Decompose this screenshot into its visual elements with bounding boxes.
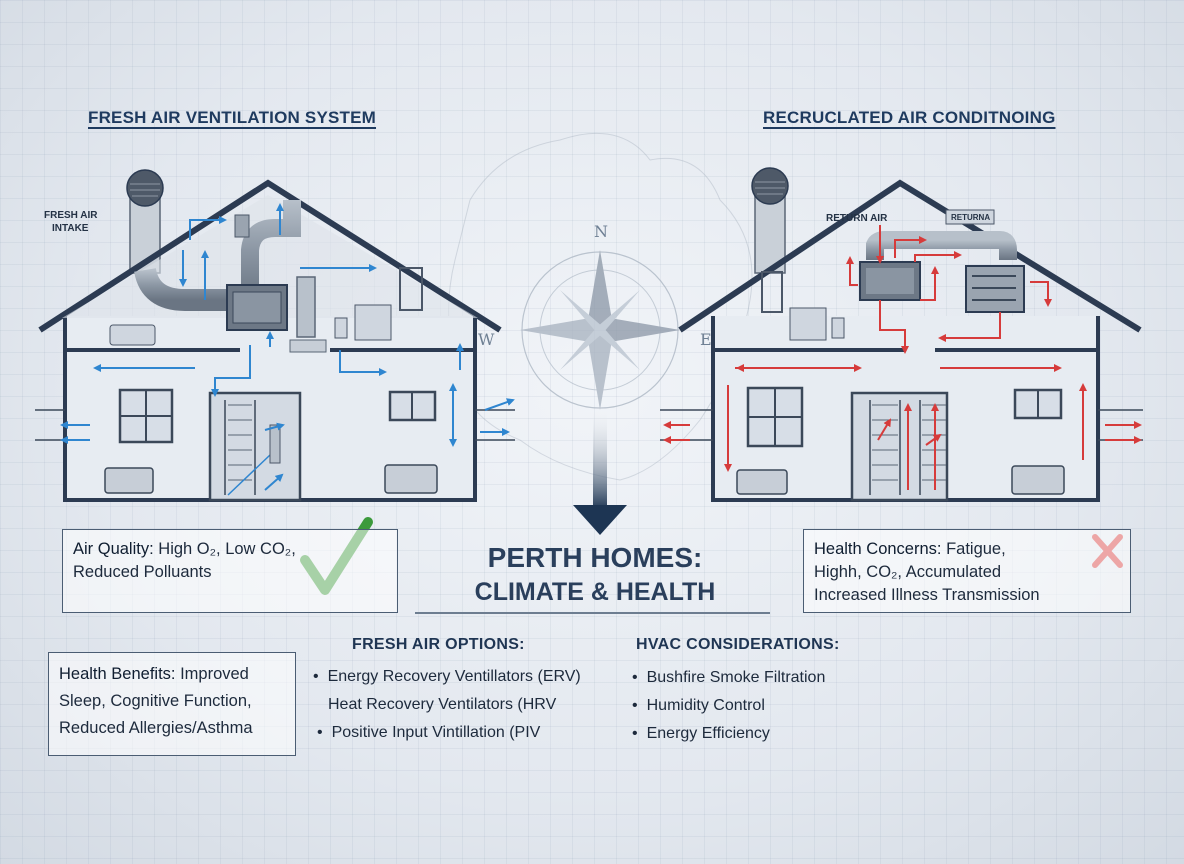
fresh-air-option: Positive Input Vintillation (PIV bbox=[313, 719, 581, 747]
south-arrow-head bbox=[573, 505, 627, 535]
center-title: PERTH HOMES: CLIMATE & HEALTH bbox=[420, 541, 770, 609]
health-concerns-label: Health Concerns: bbox=[814, 540, 942, 558]
center-title-line2: CLIMATE & HEALTH bbox=[474, 578, 716, 606]
health-concerns-box: Health Concerns: Fatigue, Highh, CO₂, Ac… bbox=[803, 529, 1131, 613]
health-concerns-line3: Increased Illness Transmission bbox=[814, 586, 1040, 604]
right-house bbox=[660, 167, 1143, 502]
health-concerns-line2: Highh, CO₂, Accumulated bbox=[814, 563, 1002, 581]
left-house bbox=[35, 169, 515, 502]
return-unit-label: RETURNA bbox=[951, 213, 991, 222]
health-benefits-line1: Improved bbox=[175, 665, 249, 683]
hvac-consideration: Energy Efficiency bbox=[632, 720, 825, 748]
intake-label-line1: FRESH AIR bbox=[44, 210, 98, 221]
air-quality-line2: Reduced Polluants bbox=[73, 563, 212, 581]
compass-west: W bbox=[478, 330, 495, 349]
air-quality-label: Air Quality: bbox=[73, 540, 154, 558]
health-concerns-line1: Fatigue, bbox=[941, 540, 1006, 558]
hvac-considerations-list: Bushfire Smoke Filtration Humidity Contr… bbox=[632, 664, 826, 748]
intake-label-line2: INTAKE bbox=[52, 223, 89, 234]
health-benefits-box: Health Benefits: Improved Sleep, Cogniti… bbox=[48, 652, 296, 756]
compass-east: E bbox=[700, 330, 712, 349]
left-house-title: FRESH AIR VENTILATION SYSTEM bbox=[88, 108, 377, 127]
return-air-label: RETURN AIR bbox=[826, 213, 888, 224]
fresh-air-options-list: Energy Recovery Ventillators (ERV) Heat … bbox=[313, 663, 581, 747]
fresh-air-intake-label: FRESH AIR INTAKE bbox=[44, 209, 98, 235]
health-benefits-label: Health Benefits: bbox=[59, 665, 176, 683]
air-quality-line1: High O₂, Low CO₂, bbox=[153, 540, 296, 558]
hvac-considerations-heading: HVAC CONSIDERATIONS: bbox=[636, 636, 840, 653]
south-arrow-shaft bbox=[593, 405, 607, 510]
fresh-air-option: Heat Recovery Ventilators (HRV bbox=[328, 696, 557, 713]
hvac-consideration: Bushfire Smoke Filtration bbox=[632, 664, 826, 692]
compass-north: N bbox=[594, 222, 608, 241]
fresh-air-option: Energy Recovery Ventillators (ERV) bbox=[313, 663, 581, 691]
fresh-air-options-heading: FRESH AIR OPTIONS: bbox=[352, 636, 525, 653]
center-title-divider bbox=[415, 612, 770, 614]
compass-rose bbox=[520, 250, 680, 410]
air-quality-box: Air Quality: High O₂, Low CO₂, Reduced P… bbox=[62, 529, 398, 613]
health-benefits-line3: Reduced Allergies/Asthma bbox=[59, 719, 253, 737]
center-title-line1: PERTH HOMES: bbox=[487, 542, 703, 573]
right-house-title: RECRUCLATED AIR CONDITNOING bbox=[763, 108, 1056, 127]
health-benefits-line2: Sleep, Cognitive Function, bbox=[59, 692, 252, 710]
hvac-consideration: Humidity Control bbox=[632, 692, 825, 720]
